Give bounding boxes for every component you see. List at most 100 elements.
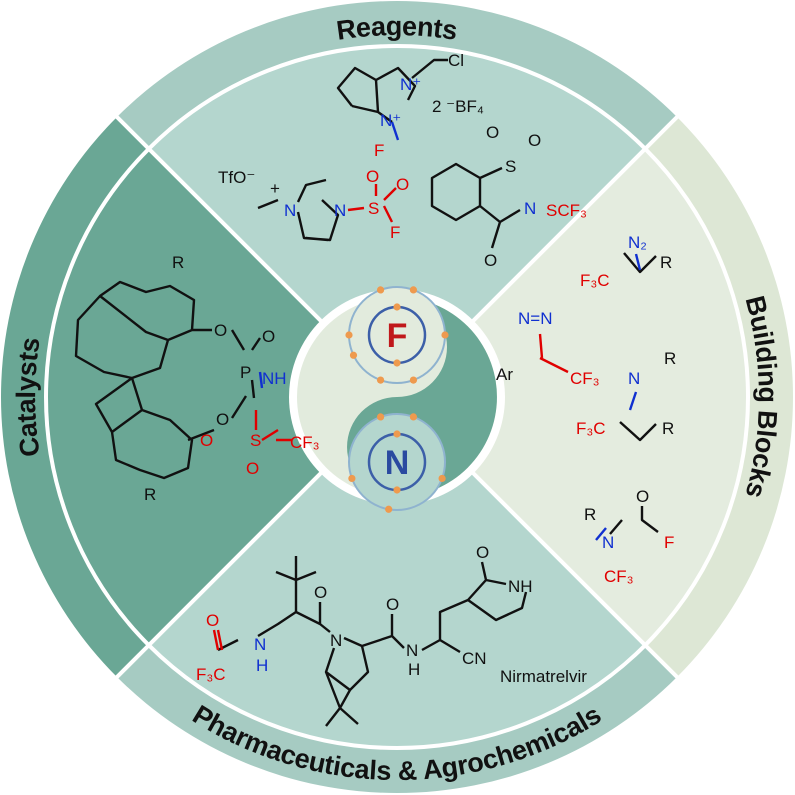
electron-dot <box>393 486 401 494</box>
label: R <box>172 253 184 272</box>
electron-dot <box>409 376 418 384</box>
section-title-catalysts: Catalysts <box>11 335 46 458</box>
label: O <box>636 487 649 506</box>
sector-top <box>148 46 646 397</box>
electron-dot <box>349 351 358 359</box>
label: CF₃ <box>604 567 634 586</box>
electron-dot <box>376 376 385 384</box>
divider-line <box>466 114 680 328</box>
label: N=N <box>518 309 552 328</box>
label: CN <box>462 649 487 668</box>
label: O <box>366 167 379 186</box>
label: O <box>216 410 229 429</box>
label: O <box>200 431 213 450</box>
label: N <box>524 199 536 218</box>
label: Cl <box>448 51 464 70</box>
electron-dot <box>409 286 418 294</box>
divider-line <box>114 114 328 328</box>
label: NH <box>262 369 287 388</box>
label: F₃C <box>576 419 606 438</box>
label: F₃C <box>580 271 610 290</box>
label: Ar <box>496 365 513 384</box>
white-separator-ring <box>44 44 750 750</box>
label: O <box>214 321 227 340</box>
catalyst-structure: R R O O P O NH S O O CF₃ <box>74 253 320 504</box>
nitrogen-atom-model: N <box>348 413 446 511</box>
label: F <box>374 141 384 160</box>
label: R <box>144 485 156 504</box>
divider-line <box>466 466 680 680</box>
label: R <box>664 349 676 368</box>
label: N₂ <box>628 233 647 252</box>
label: N <box>334 201 346 220</box>
label: O <box>484 251 497 270</box>
label: S <box>368 199 379 218</box>
sector-left <box>46 148 397 646</box>
sector-dividers <box>114 114 680 680</box>
divider-line <box>114 466 328 680</box>
label: N <box>330 631 342 650</box>
label: O <box>314 583 327 602</box>
label: O <box>206 611 219 630</box>
electron-dot <box>438 474 446 483</box>
electron-dot <box>376 286 385 294</box>
sulfonyl-saccharin-scf3-structure: S O O N SCF₃ O <box>430 123 587 270</box>
label: NH <box>508 577 533 596</box>
electron-dots <box>345 286 449 513</box>
label: N⁺ <box>380 111 401 130</box>
label: R <box>660 253 672 272</box>
center-yin-yang: F N <box>289 286 505 513</box>
label: F₃C <box>196 665 226 684</box>
label: O <box>396 175 409 194</box>
nitrogen-symbol: N <box>385 444 410 482</box>
reagents-structures: N⁺ N⁺ Cl F 2 ⁻BF₄ TfO⁻ + N N S O O F S O… <box>218 51 587 270</box>
label: + <box>270 179 280 198</box>
label: CF₃ <box>290 433 320 452</box>
band-top <box>116 1 678 149</box>
electron-dot <box>441 331 449 339</box>
nirmatrelvir-structure: O F₃C N H O N O N H CN O NH Nirmatrelvir <box>196 543 587 727</box>
label: N⁺ <box>400 75 421 94</box>
sector-right <box>397 148 748 646</box>
label: N <box>628 369 640 388</box>
label: O <box>476 543 489 562</box>
label: O <box>246 459 259 478</box>
label: F <box>390 223 400 242</box>
label: O <box>486 123 499 142</box>
band-left <box>1 116 149 678</box>
electron-dot <box>393 303 401 311</box>
electron-dot <box>385 505 393 513</box>
label: R <box>584 505 596 524</box>
section-title-reagents: Reagents <box>335 11 460 46</box>
sector-bottom <box>148 397 646 748</box>
electron-dot <box>409 413 418 421</box>
electron-dot <box>345 331 353 339</box>
fluorine-atom-model: F <box>348 286 446 384</box>
label: N <box>406 641 418 660</box>
electron-dot <box>376 413 385 421</box>
label: CF₃ <box>570 369 600 388</box>
label: N <box>602 533 614 552</box>
label: H <box>256 656 268 675</box>
band-bottom <box>116 645 678 793</box>
label: F <box>664 533 674 552</box>
label: H <box>408 660 420 679</box>
label: S <box>250 431 261 450</box>
electron-dot <box>393 359 401 367</box>
selectfluor-structure: N⁺ N⁺ Cl F 2 ⁻BF₄ <box>336 51 484 160</box>
fluorine-symbol: F <box>387 317 408 355</box>
label: O <box>262 327 275 346</box>
label: O <box>528 131 541 150</box>
band-right <box>645 116 793 678</box>
label: R <box>662 419 674 438</box>
label: O <box>386 595 399 614</box>
label: S <box>505 157 516 176</box>
label: TfO⁻ <box>218 168 255 187</box>
electron-dot <box>393 430 401 438</box>
building-blocks-structures: N₂ F₃C R N=N Ar CF₃ N R F₃C R O R N F CF… <box>496 233 676 586</box>
compound-name-label: Nirmatrelvir <box>500 667 587 686</box>
electron-dot <box>348 474 356 483</box>
